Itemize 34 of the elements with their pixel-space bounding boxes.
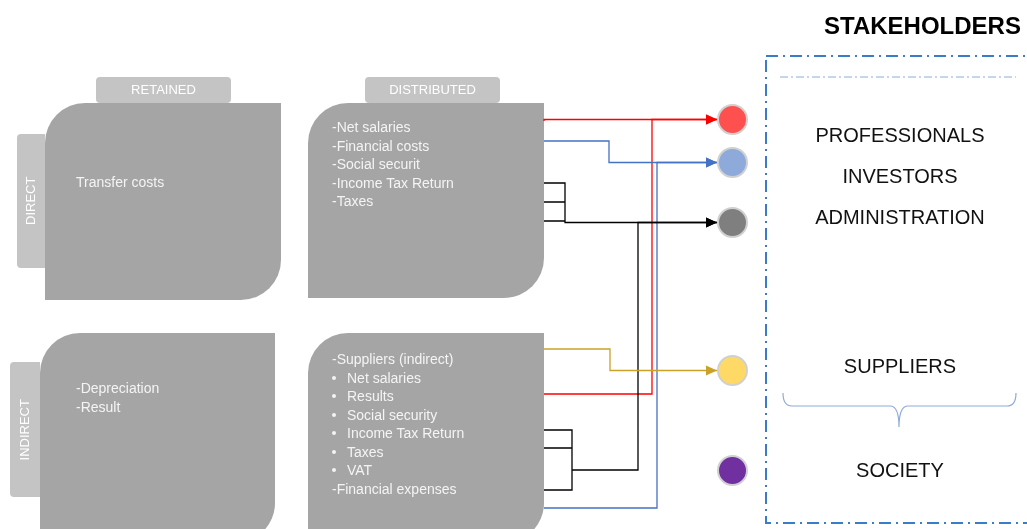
category-card (45, 103, 281, 300)
stakeholder-label: INVESTORS (841, 164, 959, 189)
bullet-item: Social security (332, 405, 544, 424)
bullet-item: VAT (332, 461, 544, 480)
list-item: -Financial costs (332, 136, 431, 155)
connector-arrow (543, 217, 718, 491)
row-tab: INDIRECT (10, 362, 40, 497)
bullet-item: Taxes (332, 442, 544, 461)
list-item: -Net salaries (332, 118, 412, 137)
stakeholder-label: PROFESSIONALS (814, 123, 986, 148)
bullet-item: Net salaries (332, 368, 544, 387)
list-item: -Suppliers (indirect) (332, 350, 455, 369)
stakeholder-label: SOCIETY (855, 458, 945, 483)
category-card (308, 333, 544, 529)
category-card (40, 333, 275, 529)
row-tab: DIRECT (17, 134, 45, 268)
category-card (308, 103, 544, 298)
stakeholder-label: SUPPLIERS (842, 354, 958, 379)
connector-arrow (543, 348, 718, 376)
list-item: -Income Tax Return (332, 173, 455, 192)
bullet-item: Results (332, 387, 544, 406)
list-item: -Depreciation (76, 379, 161, 398)
list-item: Transfer costs (76, 173, 166, 192)
list-item: -Social securit (332, 155, 421, 174)
list-item: -Taxes (332, 192, 375, 211)
connector-arrow (543, 114, 718, 395)
bullet-item: Income Tax Return (332, 424, 544, 443)
column-tab: RETAINED (96, 77, 231, 103)
list-item: -Financial expenses (332, 479, 458, 498)
list-item: -Result (76, 397, 122, 416)
column-tab: DISTRIBUTED (365, 77, 500, 103)
stakeholder-label: ADMINISTRATION (814, 205, 986, 230)
connector-arrow (543, 157, 718, 509)
panel-title: STAKEHOLDERS (824, 11, 1021, 41)
